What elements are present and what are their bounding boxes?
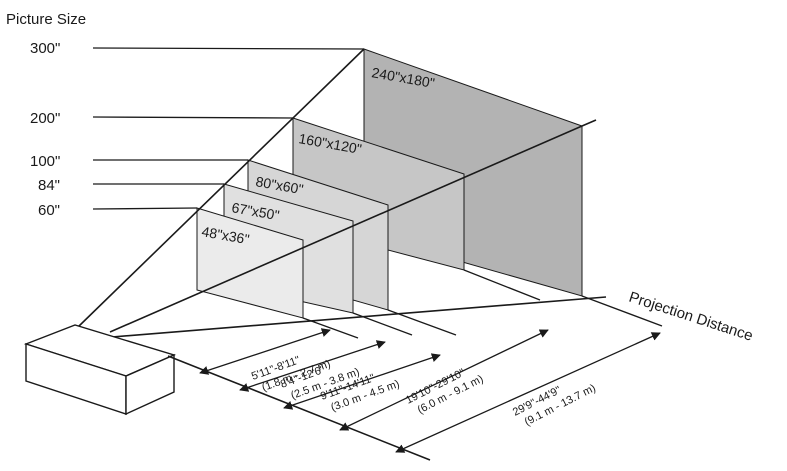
size-label-100: 100" bbox=[30, 153, 60, 170]
cone-lines bbox=[77, 48, 607, 339]
distance-labels: 5'11"-8'11" (1.8 m - 2.7 m) 8'4"-12'6" (… bbox=[250, 354, 598, 428]
size-label-200: 200" bbox=[30, 110, 60, 127]
size-leaders bbox=[92, 47, 365, 210]
picture-size-title: Picture Size bbox=[6, 11, 86, 28]
size-label-60: 60" bbox=[38, 202, 60, 219]
projection-distance-label: Projection Distance bbox=[627, 289, 755, 345]
size-labels: 300" 200" 100" 84" 60" bbox=[30, 40, 60, 219]
size-label-300: 300" bbox=[30, 40, 60, 57]
projector bbox=[23, 324, 177, 416]
size-label-84: 84" bbox=[38, 177, 60, 194]
distance-arrows bbox=[199, 328, 661, 453]
